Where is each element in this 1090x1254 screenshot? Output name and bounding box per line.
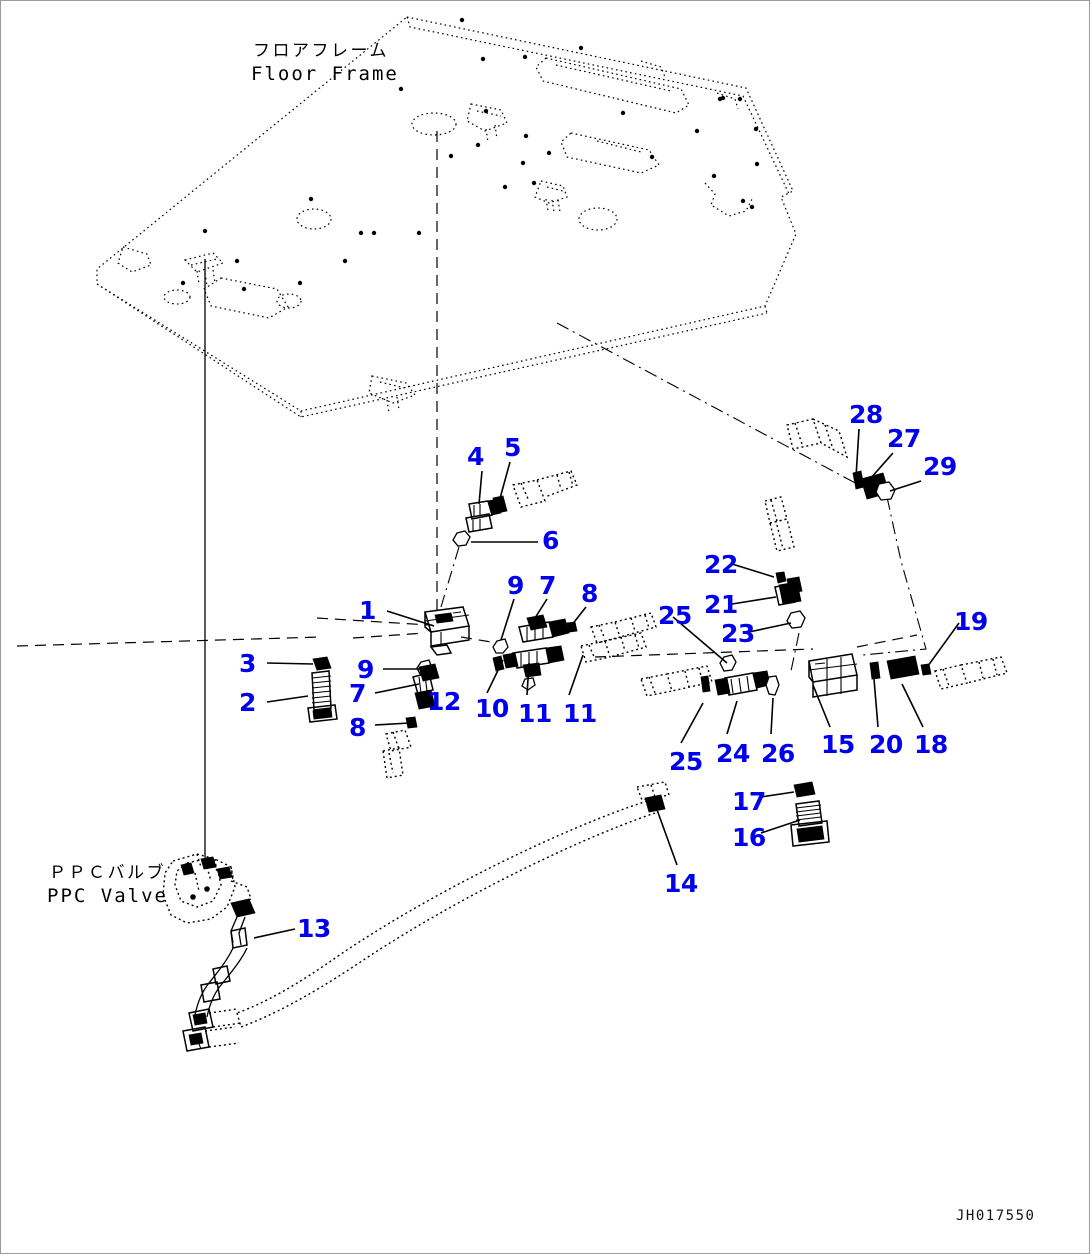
callout-12: 12 [427,687,461,716]
part-13-hose [182,898,256,1052]
callout-leader-lines [253,428,960,939]
callout-10: 10 [475,694,509,723]
parts-16-17-bolt [790,781,830,847]
floor-frame-label-jp: フロアフレーム [253,41,389,61]
part-15-block [808,653,858,698]
callout-9b: 9 [357,655,374,684]
ppc-valve-assembly [162,853,252,924]
ppc-valve-label-jp: ＰＰＣバルブ [49,863,166,883]
ppc-valve-label-en: PPC Valve [47,885,168,907]
callout-15: 15 [821,730,855,759]
callout-8a: 8 [581,579,598,608]
parts-18-19-20 [869,655,1008,690]
callout-7a: 7 [539,571,556,600]
callout-13: 13 [297,914,331,943]
parts-10-11-lower [492,632,647,691]
parts-left-cluster [382,659,440,779]
parts-7-8-9-middle [492,612,657,654]
callout-25a: 25 [658,601,692,630]
sheet-code: JH017550 [956,1208,1036,1224]
parts-27-28-29 [786,418,896,501]
callout-14: 14 [664,869,698,898]
callout-25b: 25 [669,747,703,776]
callout-26: 26 [761,739,795,768]
callout-27: 27 [887,424,921,453]
long-hose [236,800,656,1028]
callout-16: 16 [732,823,766,852]
callout-18: 18 [914,730,948,759]
callout-21: 21 [704,590,738,619]
part-14-hose-elbow [636,781,670,813]
part-2-3-bolt [307,656,338,723]
callout-3: 3 [239,649,256,678]
callout-17: 17 [732,787,766,816]
callout-11a: 11 [518,699,552,728]
callout-1: 1 [359,596,376,625]
callout-29: 29 [923,452,957,481]
parts-24-25-26 [640,654,780,697]
part-1-valve-block [424,606,470,656]
callout-20: 20 [869,730,903,759]
callout-24: 24 [716,739,750,768]
callout-28: 28 [849,400,883,429]
projection-lines [16,131,927,869]
callout-5: 5 [504,433,521,462]
floor-frame-label-en: Floor Frame [251,63,399,85]
callout-22: 22 [704,550,738,579]
callout-8b: 8 [349,713,366,742]
callout-2: 2 [239,688,256,717]
parts-21-22-cluster [764,496,806,629]
callout-4: 4 [467,442,484,471]
floor-frame-outline [96,16,797,418]
callout-23: 23 [721,619,755,648]
callout-9a: 9 [507,571,524,600]
callout-19: 19 [954,607,988,636]
callout-6: 6 [542,526,559,555]
callout-7b: 7 [349,679,366,708]
callout-11b: 11 [563,699,597,728]
